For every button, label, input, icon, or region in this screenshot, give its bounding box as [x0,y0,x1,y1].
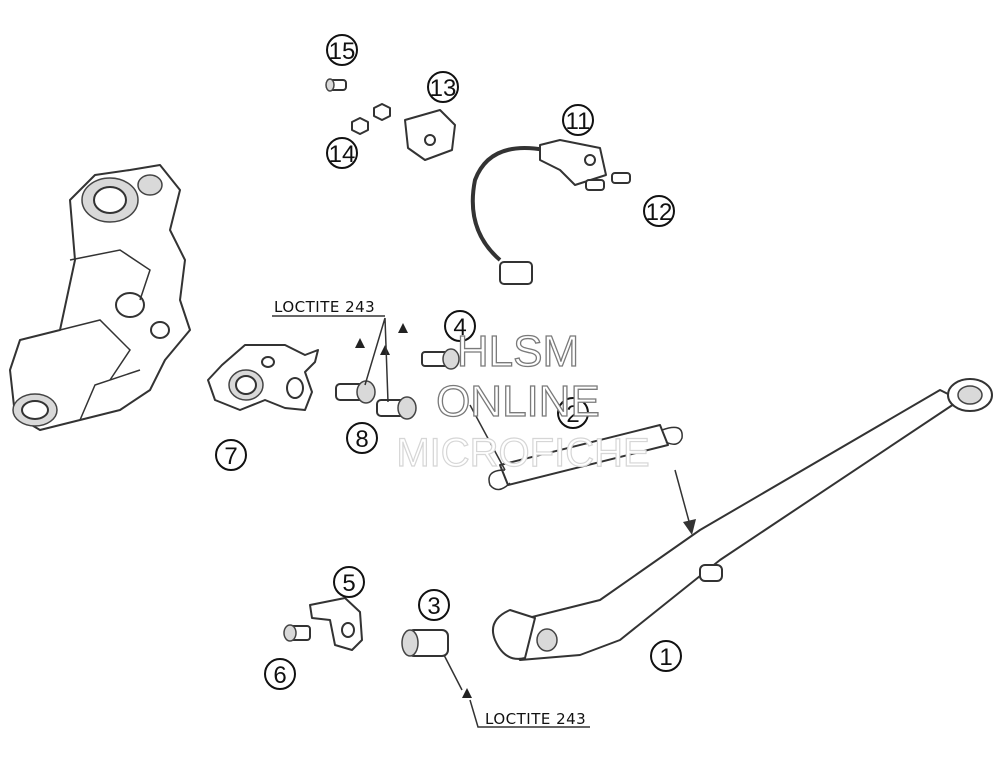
svg-text:12: 12 [646,199,673,226]
svg-text:ONLINE: ONLINE [436,377,600,426]
svg-text:MICROFICHE: MICROFICHE [396,431,649,475]
callout-15: 15 [326,34,358,66]
bolts-drawing [335,317,460,420]
callout-6: 6 [264,658,296,690]
callout-3: 3 [418,589,450,621]
callout-1: 1 [650,640,682,672]
svg-text:11: 11 [566,108,591,135]
loctite-top-label: LOCTITE 243 [274,298,375,316]
callout-4: 4 [444,310,476,342]
svg-text:2: 2 [566,401,579,428]
loctite-bottom-label: LOCTITE 243 [485,710,586,728]
callout-12: 12 [643,195,675,227]
svg-text:HLSM: HLSM [457,327,579,376]
callout-14: 14 [326,137,358,169]
callout-2: 2 [557,397,589,429]
svg-text:15: 15 [329,38,356,65]
arrow-drawing [674,469,696,535]
callout-5: 5 [333,566,365,598]
svg-text:8: 8 [355,426,368,453]
pivot-bolt-drawing [401,629,590,728]
spring-drawing [469,404,683,491]
plate-drawing [207,344,319,411]
svg-text:3: 3 [427,593,440,620]
watermark: HLSM ONLINE MICROFICHE [396,326,651,475]
side-stand-drawing [491,378,993,661]
frame-bracket-drawing [9,164,191,431]
callout-8: 8 [346,422,378,454]
switch-drawing [325,78,456,161]
sensor-drawing [470,139,631,285]
bracket-drawing [283,597,363,651]
svg-text:7: 7 [224,443,237,470]
svg-text:1: 1 [659,644,672,671]
svg-text:6: 6 [273,662,286,689]
svg-text:5: 5 [342,570,355,597]
callout-7: 7 [215,439,247,471]
svg-text:13: 13 [430,75,457,102]
callout-13: 13 [427,71,459,103]
svg-text:14: 14 [329,141,356,168]
svg-text:4: 4 [453,314,466,341]
callout-11: 11 [562,104,594,136]
